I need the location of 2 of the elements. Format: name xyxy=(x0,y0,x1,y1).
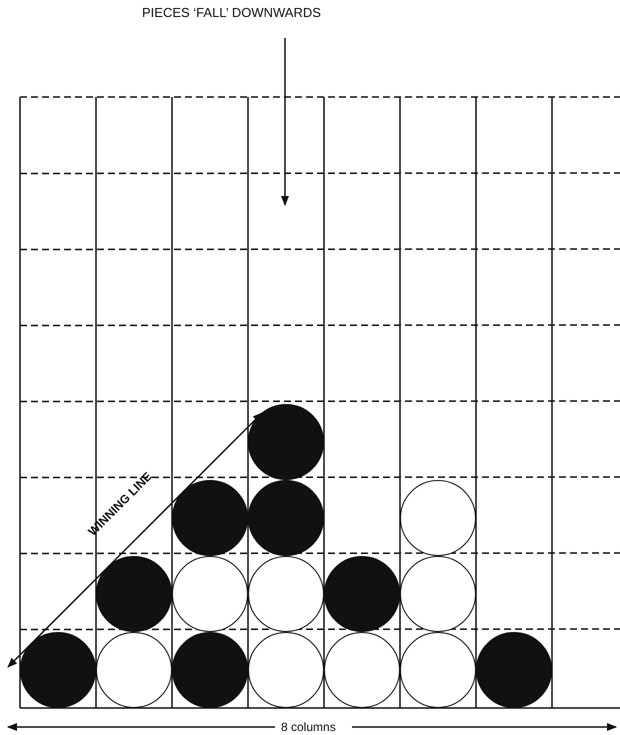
arrow-label: PIECES ‘FALL’ DOWNWARDS xyxy=(142,6,321,19)
dimension-label: 8 columns xyxy=(281,721,336,733)
